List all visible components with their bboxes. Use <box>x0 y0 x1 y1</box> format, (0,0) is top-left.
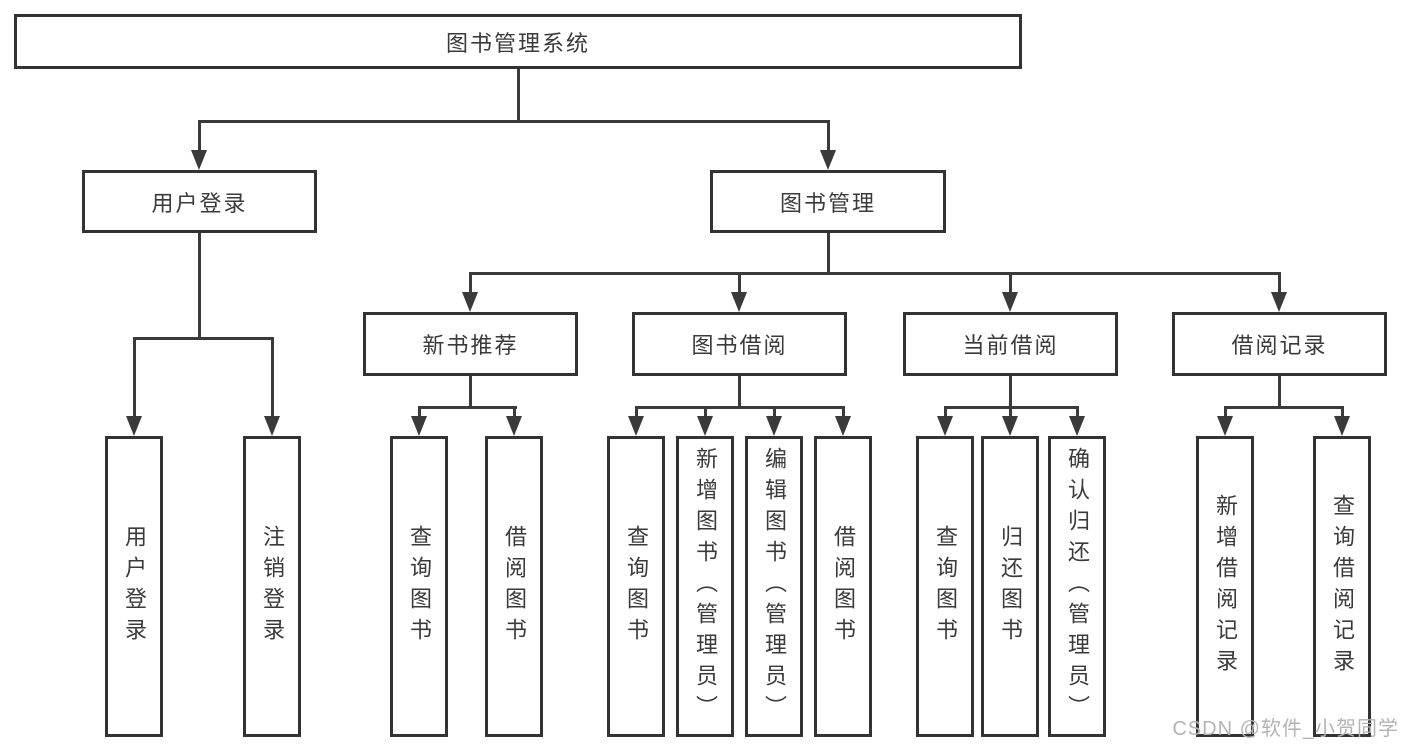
node-user-login: 用户登录 <box>82 170 317 233</box>
connector-user-login-span <box>132 337 274 340</box>
leaf-query-books-2: 查询图书 <box>607 436 665 737</box>
arrow-to-new-book-recommend <box>462 272 478 312</box>
arrow-to-current-borrowing <box>1002 272 1018 312</box>
node-label: 图书管理 <box>779 190 876 216</box>
leaf-label: 查询图书 <box>407 524 432 649</box>
connector-book-borrowing-span <box>634 406 845 409</box>
leaf-label: 借阅图书 <box>502 524 527 649</box>
leaf-label: 查询图书 <box>933 524 958 649</box>
node-label: 图书借阅 <box>691 333 788 358</box>
leaf-label: 查询借阅记录 <box>1330 493 1355 680</box>
leaf-logout: 注销登录 <box>243 436 301 737</box>
connector-borrowing-records-span <box>1223 406 1344 409</box>
arrow-to-query-books-3 <box>937 406 953 436</box>
arrow-to-user-login <box>191 120 207 170</box>
leaf-return-books: 归还图书 <box>981 436 1039 737</box>
arrow-to-query-books-1 <box>411 406 427 436</box>
leaf-query-books-1: 查询图书 <box>390 436 448 737</box>
node-book-management-system: 图书管理系统 <box>14 14 1022 69</box>
leaf-borrow-books-1: 借阅图书 <box>485 436 543 737</box>
leaf-borrow-books-2: 借阅图书 <box>814 436 872 737</box>
connector-root-trunk <box>516 69 520 120</box>
leaf-label: 注销登录 <box>260 524 285 649</box>
node-book-borrowing: 图书借阅 <box>632 312 847 376</box>
connector-current-borrowing-trunk <box>1008 376 1012 406</box>
arrow-to-leaf-user-login <box>126 337 142 436</box>
leaf-label: 确认归还（管理员） <box>1065 447 1090 726</box>
csdn-watermark: CSDN @软件_小贺同学 <box>1172 718 1399 740</box>
node-label: 用户登录 <box>151 190 248 216</box>
leaf-query-books-3: 查询图书 <box>916 436 974 737</box>
node-book-management: 图书管理 <box>710 170 946 233</box>
arrow-to-add-books <box>697 406 713 436</box>
arrow-to-borrow-books-1 <box>506 406 522 436</box>
arrow-to-book-management <box>820 120 836 170</box>
arrow-to-query-books-2 <box>628 406 644 436</box>
leaf-user-login: 用户登录 <box>105 436 163 737</box>
node-label: 当前借阅 <box>962 333 1059 358</box>
node-borrowing-records: 借阅记录 <box>1172 312 1387 376</box>
arrow-to-book-borrowing <box>731 272 747 312</box>
connector-book-borrowing-trunk <box>737 376 741 406</box>
connector-new-book-trunk <box>468 376 472 406</box>
node-label: 新书推荐 <box>422 333 519 358</box>
leaf-label: 新增图书（管理员） <box>693 447 718 726</box>
connector-user-login-trunk <box>197 233 201 337</box>
arrow-to-edit-books <box>766 406 782 436</box>
leaf-label: 借阅图书 <box>831 524 856 649</box>
connector-book-mgmt-trunk <box>826 233 830 272</box>
connector-book-mgmt-span <box>468 272 1281 275</box>
leaf-edit-books-admin: 编辑图书（管理员） <box>745 436 803 737</box>
arrow-to-borrowing-records <box>1271 272 1287 312</box>
arrow-to-query-borrow-record <box>1334 406 1350 436</box>
node-current-borrowing: 当前借阅 <box>903 312 1118 376</box>
arrow-to-add-borrow-record <box>1217 406 1233 436</box>
leaf-add-borrow-record: 新增借阅记录 <box>1196 436 1254 737</box>
leaf-label: 归还图书 <box>998 524 1023 649</box>
leaf-label: 查询图书 <box>624 524 649 649</box>
connector-borrowing-records-trunk <box>1277 376 1281 406</box>
leaf-add-books-admin: 新增图书（管理员） <box>676 436 734 737</box>
node-label: 借阅记录 <box>1231 333 1328 358</box>
arrow-to-return-books <box>1002 406 1018 436</box>
leaf-label: 用户登录 <box>122 524 147 649</box>
connector-new-book-span <box>417 406 517 409</box>
leaf-label: 新增借阅记录 <box>1213 493 1238 680</box>
node-new-book-recommend: 新书推荐 <box>363 312 578 376</box>
node-label: 图书管理系统 <box>445 30 590 56</box>
connector-root-span <box>197 120 830 123</box>
leaf-label: 编辑图书（管理员） <box>762 447 787 726</box>
arrow-to-borrow-books-2 <box>835 406 851 436</box>
arrow-to-confirm-return <box>1069 406 1085 436</box>
leaf-query-borrow-record: 查询借阅记录 <box>1313 436 1371 737</box>
arrow-to-leaf-logout <box>264 337 280 436</box>
leaf-confirm-return-admin: 确认归还（管理员） <box>1048 436 1106 737</box>
